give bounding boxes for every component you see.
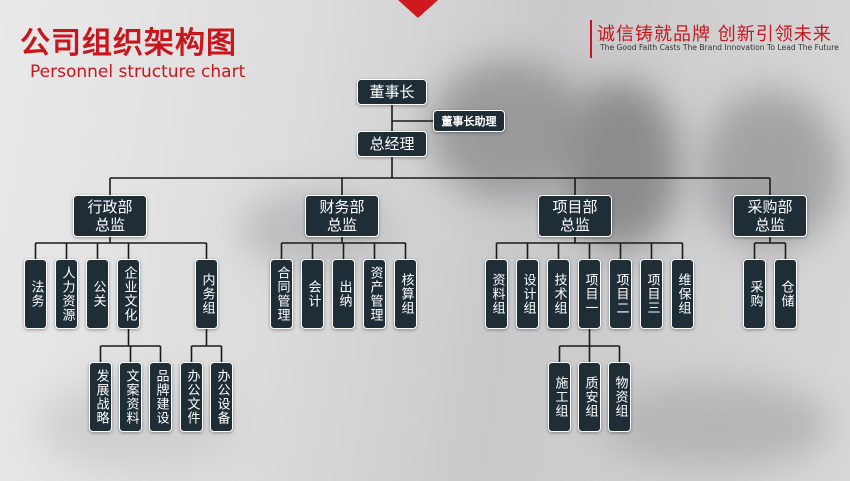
- unit-box-3-0: 采购: [743, 259, 766, 329]
- assistant-box-label: 董事长助理: [441, 115, 497, 128]
- unit-box-2-0-label: 资料组: [489, 273, 505, 315]
- top-marker: [398, 0, 438, 18]
- unit-box-2-2: 技术组: [547, 259, 570, 329]
- sub-unit-box-0-3-2-label: 品牌建设: [153, 369, 169, 425]
- unit-box-1-3: 资产管理: [363, 259, 386, 329]
- unit-box-3-1-label: 仓储: [778, 280, 794, 308]
- unit-box-0-2-label: 公关: [90, 280, 106, 308]
- page-title: 公司组织架构图: [20, 26, 237, 61]
- unit-box-0-3: 企业文化: [117, 259, 140, 329]
- unit-box-1-1-label: 会计: [305, 280, 321, 308]
- unit-box-2-0: 资料组: [485, 259, 508, 329]
- unit-box-2-2-label: 技术组: [551, 273, 567, 315]
- sub-unit-box-0-4-1-label: 办公设备: [214, 369, 230, 425]
- unit-box-1-4: 核算组: [394, 259, 417, 329]
- unit-box-2-6: 维保组: [671, 259, 694, 329]
- sub-unit-box-0-4-1: 办公设备: [210, 362, 233, 432]
- unit-box-0-2: 公关: [86, 259, 109, 329]
- unit-box-0-1: 人力资源: [55, 259, 78, 329]
- slogan-english: The Good Faith Casts The Brand Innovatio…: [600, 43, 839, 52]
- sub-unit-box-0-3-0-label: 发展战略: [93, 369, 109, 425]
- unit-box-2-1: 设计组: [516, 259, 539, 329]
- dept-box-0-label: 行政部 总监: [87, 198, 133, 234]
- assistant-box: 董事长助理: [433, 110, 505, 132]
- general-manager-box-label: 总经理: [369, 135, 415, 153]
- unit-box-2-3-label: 项目一: [582, 273, 598, 315]
- unit-box-1-2-label: 出纳: [336, 280, 352, 308]
- unit-box-0-4: 内务组: [195, 259, 218, 329]
- sub-unit-box-2-3-0: 施工组: [548, 362, 571, 432]
- unit-box-0-1-label: 人力资源: [59, 266, 75, 322]
- unit-box-2-1-label: 设计组: [520, 273, 536, 315]
- dept-box-3: 采购部 总监: [733, 195, 807, 237]
- dept-box-1-label: 财务部 总监: [319, 198, 365, 234]
- unit-box-1-0: 合同管理: [270, 259, 293, 329]
- unit-box-0-3-label: 企业文化: [121, 266, 137, 322]
- sub-unit-box-0-3-1: 文案资料: [119, 362, 142, 432]
- unit-box-2-6-label: 维保组: [675, 273, 691, 315]
- dept-box-2-label: 项目部 总监: [552, 198, 598, 234]
- unit-box-2-5: 项目三: [640, 259, 663, 329]
- sub-unit-box-2-3-2-label: 物资组: [612, 376, 628, 418]
- unit-box-3-0-label: 采购: [747, 280, 763, 308]
- sub-unit-box-0-4-0: 办公文件: [180, 362, 203, 432]
- sub-unit-box-0-4-0-label: 办公文件: [184, 369, 200, 425]
- unit-box-2-3: 项目一: [578, 259, 601, 329]
- sub-unit-box-2-3-1-label: 质安组: [582, 376, 598, 418]
- unit-box-1-3-label: 资产管理: [367, 266, 383, 322]
- unit-box-1-2: 出纳: [332, 259, 355, 329]
- sub-unit-box-0-3-0: 发展战略: [89, 362, 112, 432]
- slogan: 诚信铸就品牌 创新引领未来: [597, 24, 832, 45]
- dept-box-2: 项目部 总监: [538, 195, 612, 237]
- unit-box-2-5-label: 项目三: [644, 273, 660, 315]
- unit-box-2-4: 项目二: [609, 259, 632, 329]
- dept-box-0: 行政部 总监: [73, 195, 147, 237]
- unit-box-1-1: 会计: [301, 259, 324, 329]
- dept-box-1: 财务部 总监: [305, 195, 379, 237]
- unit-box-1-0-label: 合同管理: [274, 266, 290, 322]
- unit-box-0-0: 法务: [24, 259, 47, 329]
- unit-box-2-4-label: 项目二: [613, 273, 629, 315]
- sub-unit-box-0-3-2: 品牌建设: [149, 362, 172, 432]
- chairman-box: 董事长: [357, 79, 427, 105]
- chairman-box-label: 董事长: [369, 83, 415, 101]
- sub-unit-box-2-3-2: 物资组: [608, 362, 631, 432]
- unit-box-3-1: 仓储: [774, 259, 797, 329]
- slogan-divider: [590, 20, 592, 58]
- sub-unit-box-2-3-1: 质安组: [578, 362, 601, 432]
- sub-unit-box-0-3-1-label: 文案资料: [123, 369, 139, 425]
- unit-box-0-4-label: 内务组: [199, 273, 215, 315]
- unit-box-1-4-label: 核算组: [398, 273, 414, 315]
- sub-unit-box-2-3-0-label: 施工组: [552, 376, 568, 418]
- page-subtitle: Personnel structure chart: [30, 62, 246, 82]
- unit-box-0-0-label: 法务: [28, 280, 44, 308]
- dept-box-3-label: 采购部 总监: [747, 198, 793, 234]
- general-manager-box: 总经理: [357, 131, 427, 157]
